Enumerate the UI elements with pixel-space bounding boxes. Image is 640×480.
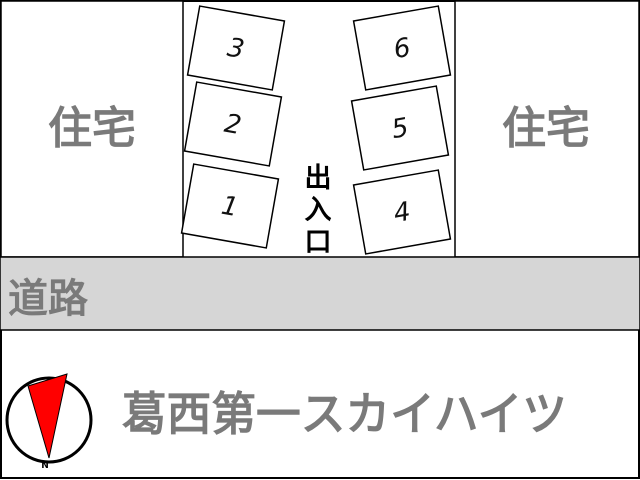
road xyxy=(0,256,640,331)
parking-spot-3-number: 3 xyxy=(225,33,247,65)
entrance-char-3: 口 xyxy=(305,227,332,258)
parking-spot-3: 3 xyxy=(186,5,286,91)
parking-spot-4-number: 4 xyxy=(391,197,413,229)
house-right-label: 住宅 xyxy=(502,103,590,154)
parking-spot-1: 1 xyxy=(180,163,280,249)
parking-spot-6-number: 6 xyxy=(391,33,413,65)
road-label: 道路 xyxy=(8,276,89,322)
house-left xyxy=(0,0,184,258)
parking-spot-5: 5 xyxy=(350,85,450,171)
building-name: 葛西第一スカイハイツ xyxy=(122,387,567,441)
house-right xyxy=(454,0,640,258)
house-left-label: 住宅 xyxy=(48,103,136,154)
parking-spot-6: 6 xyxy=(352,5,452,91)
compass-north-letter: N xyxy=(41,461,49,471)
parking-spot-5-number: 5 xyxy=(389,113,411,145)
entrance-char-2: 入 xyxy=(305,195,332,226)
north-arrow-icon: N xyxy=(5,373,93,471)
parking-spot-2-number: 2 xyxy=(222,109,244,141)
parking-spot-2: 2 xyxy=(183,81,283,167)
parking-spot-4: 4 xyxy=(352,169,452,255)
entrance-char-1: 出 xyxy=(305,163,332,194)
parking-spot-1-number: 1 xyxy=(219,191,241,223)
